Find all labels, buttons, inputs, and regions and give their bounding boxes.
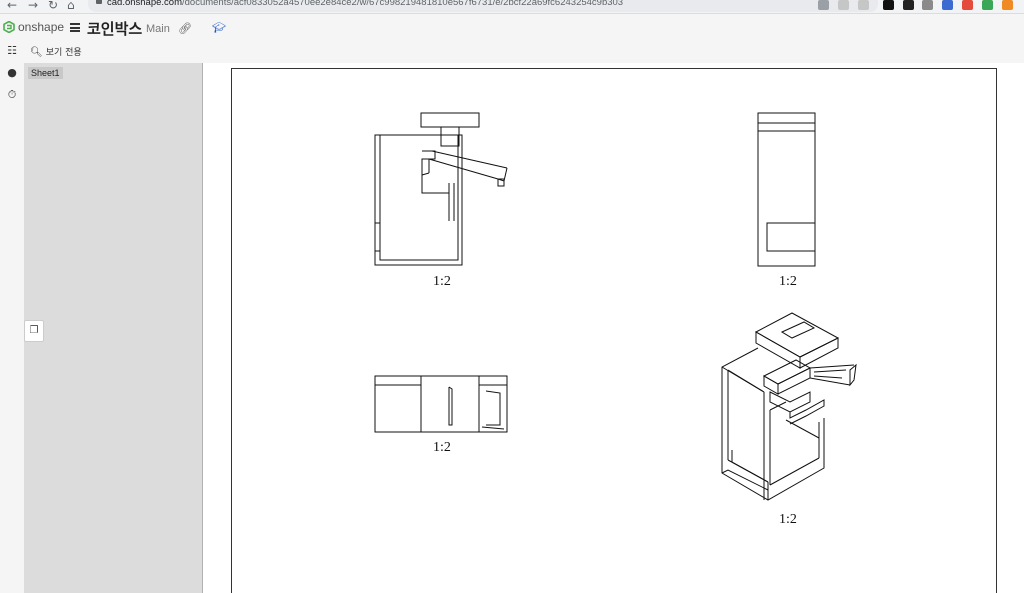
share-icon[interactable] (838, 0, 849, 10)
extension-icon[interactable] (1002, 0, 1013, 10)
front-view-scale: 1:2 (433, 274, 451, 289)
side-view[interactable] (757, 111, 817, 268)
left-rail: ☷ ● ⏱ (0, 41, 24, 593)
address-bar[interactable]: cad.onshape.com/documents/acf0833052a457… (88, 0, 878, 12)
onshape-logo-icon[interactable] (3, 21, 15, 33)
top-view[interactable] (374, 375, 509, 435)
sheet-item[interactable]: Sheet1 (28, 67, 63, 79)
panel-toggle-icon[interactable]: ❐ (24, 320, 44, 342)
back-icon[interactable]: ← (7, 0, 18, 12)
side-view-scale: 1:2 (779, 274, 797, 289)
document-title[interactable]: 코인박스 (87, 20, 143, 38)
comments-icon[interactable]: ● (7, 66, 17, 79)
isometric-view[interactable] (714, 310, 859, 505)
download-extension-icon[interactable] (903, 0, 914, 10)
url-host: cad.onshape.com (107, 0, 182, 8)
branch-label[interactable]: Main (146, 23, 170, 35)
bookmark-star-icon[interactable] (858, 0, 869, 10)
sheets-panel: Sheet1 (24, 63, 203, 593)
extension-icon[interactable] (982, 0, 993, 10)
features-icon[interactable]: ☷ (7, 44, 17, 57)
extension-icon[interactable] (962, 0, 973, 10)
view-only-label: 보기 전용 (45, 48, 82, 58)
drawing-sheet (231, 68, 997, 593)
top-view-scale: 1:2 (433, 440, 451, 455)
extension-icon[interactable] (942, 0, 953, 10)
home-icon[interactable]: ⌂ (67, 0, 75, 12)
forward-icon[interactable]: → (28, 0, 39, 12)
extension-icon[interactable] (922, 0, 933, 10)
drawing-canvas[interactable]: 1:2 1:2 1:2 (204, 63, 1024, 593)
history-icon[interactable]: ⏱ (7, 88, 17, 101)
learning-center-icon[interactable]: 🎓︎ (212, 21, 226, 34)
url-path: /documents/acf0833052a4570ee2e84ce2/w/67… (182, 0, 624, 8)
terminal-extension-icon[interactable] (883, 0, 894, 10)
drawing-toolbar: 🔍︎보기 전용 (24, 41, 1024, 63)
view-only-icon: 🔍︎ (30, 47, 43, 58)
view-only-indicator: 🔍︎보기 전용 (30, 45, 82, 58)
reload-icon[interactable]: ↻ (48, 0, 59, 12)
translate-icon[interactable] (818, 0, 829, 10)
front-view[interactable] (374, 111, 514, 271)
logo-text[interactable]: onshape (18, 20, 65, 34)
menu-icon[interactable] (70, 23, 80, 32)
lock-icon (96, 0, 102, 4)
link-icon[interactable]: 🔗︎ (178, 22, 192, 35)
browser-toolbar: ← → ↻ ⌂ cad.onshape.com/documents/acf083… (0, 0, 1024, 14)
app-header: onshape 코인박스 Main 🔗︎ 🎓︎ (0, 14, 1024, 41)
isometric-view-scale: 1:2 (779, 512, 797, 527)
